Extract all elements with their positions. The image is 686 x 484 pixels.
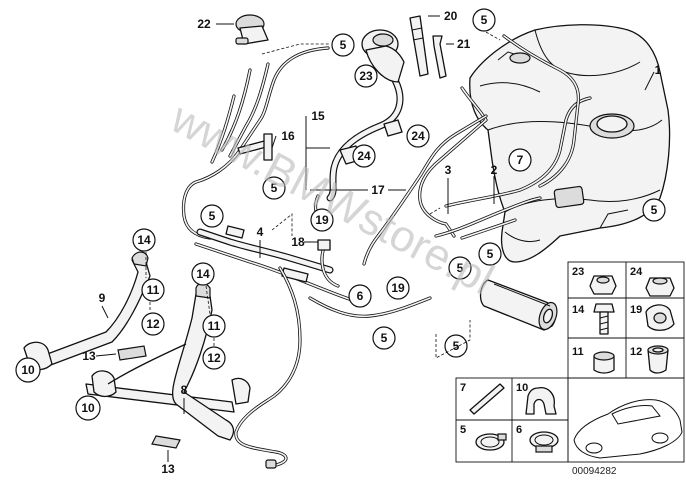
callout-12-right: 12 <box>207 351 221 365</box>
callout-15: 15 <box>311 109 325 123</box>
diagram-code: 00094282 <box>572 466 617 477</box>
filler-cap-22 <box>235 14 269 45</box>
legend-10-clip <box>525 387 557 415</box>
callout-23: 23 <box>359 69 373 83</box>
legend-23-label: 23 <box>572 266 584 278</box>
legend-5-hose-clamp <box>475 433 507 451</box>
legend-14-label: 14 <box>572 304 585 316</box>
pad-13-upper <box>117 345 147 361</box>
callout-1: 1 <box>655 63 662 77</box>
legend-19-clamp <box>645 304 675 331</box>
legend-14-bolt <box>593 303 615 335</box>
callout-3: 3 <box>445 163 452 177</box>
callout-10-left: 10 <box>21 363 35 377</box>
car-silhouette <box>573 399 683 459</box>
callout-20: 20 <box>444 9 458 23</box>
legend-7-rod <box>469 383 505 415</box>
callout-19-lower: 19 <box>391 281 405 295</box>
callout-5-right-a: 5 <box>487 247 494 261</box>
callout-5-top-mid: 5 <box>340 38 347 52</box>
callout-19-upper: 19 <box>315 213 329 227</box>
legend-24-nut <box>645 277 675 297</box>
hose-part-20 <box>409 15 429 77</box>
callout-5-mid-left: 5 <box>271 181 278 195</box>
fuel-lines-2-3 <box>418 34 592 240</box>
callout-13-upper: 13 <box>82 349 96 363</box>
callout-16: 16 <box>281 129 295 143</box>
callout-12-left: 12 <box>146 317 160 331</box>
callout-9: 9 <box>99 291 106 305</box>
callout-11-left: 11 <box>147 283 160 297</box>
legend-5-label: 5 <box>460 424 466 436</box>
pad-13-lower <box>151 435 181 449</box>
callout-13-lower: 13 <box>161 462 175 476</box>
parts-legend: 23 24 14 19 11 12 <box>455 261 685 477</box>
callout-10-right: 10 <box>81 401 95 415</box>
callout-18: 18 <box>291 235 305 249</box>
tank-strap-8 <box>85 282 251 441</box>
legend-11-label: 11 <box>572 346 584 358</box>
callout-24-left: 24 <box>357 149 371 163</box>
callout-21: 21 <box>457 37 471 51</box>
filler-neck <box>313 29 405 222</box>
legend-19-label: 19 <box>630 304 642 316</box>
lower-fuel-line <box>234 266 302 469</box>
hose-part-21 <box>432 35 447 79</box>
callout-24-right: 24 <box>411 129 425 143</box>
callout-14-right: 14 <box>196 267 210 281</box>
callout-5-bottom: 5 <box>381 331 388 345</box>
callout-5-far-right: 5 <box>651 203 658 217</box>
fuel-filter <box>479 279 558 331</box>
callout-5-left: 5 <box>209 209 216 223</box>
legend-12-bushing <box>647 345 669 374</box>
callout-6: 6 <box>357 289 364 303</box>
legend-24-label: 24 <box>630 266 643 278</box>
fuel-tank <box>469 24 671 263</box>
callout-5-right-b: 5 <box>457 261 464 275</box>
callouts: 1 2 3 4 8 9 13 13 15 16 17 18 20 21 22 <box>15 8 666 476</box>
legend-6-hose-clamp <box>529 431 559 453</box>
callout-7: 7 <box>517 153 524 167</box>
legend-11-grommet <box>593 351 615 374</box>
legend-6-label: 6 <box>516 424 522 436</box>
legend-10-label: 10 <box>516 382 528 394</box>
callout-5-filter: 5 <box>453 339 460 353</box>
legend-7-label: 7 <box>460 382 466 394</box>
callout-22: 22 <box>197 17 211 31</box>
callout-8: 8 <box>181 383 188 397</box>
fuel-line-17 <box>362 114 488 266</box>
legend-23-nut <box>589 275 617 295</box>
callout-14-left: 14 <box>137 233 151 247</box>
callout-17: 17 <box>371 183 385 197</box>
callout-11-right: 11 <box>208 319 221 333</box>
callout-2: 2 <box>491 163 498 177</box>
legend-12-label: 12 <box>630 346 642 358</box>
callout-5-top-right: 5 <box>481 13 488 27</box>
vent-lines <box>181 46 330 240</box>
callout-4: 4 <box>257 225 264 239</box>
